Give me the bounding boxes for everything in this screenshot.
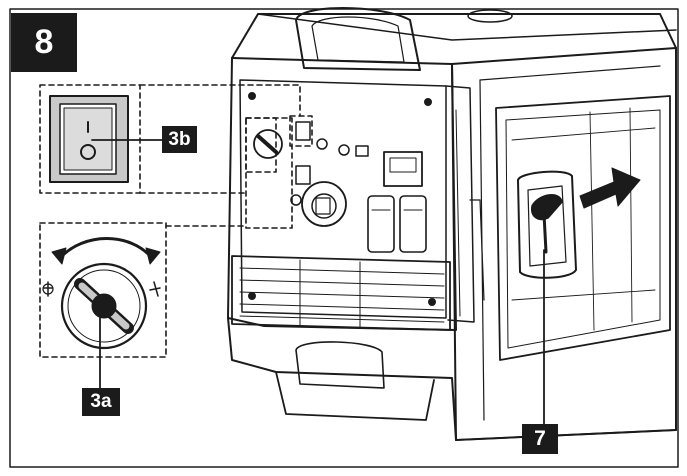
figure-number-badge: 8 — [11, 13, 77, 72]
choke-knob-dial-icon — [42, 237, 161, 350]
callout-label-3a: 3a — [82, 388, 120, 416]
callout-label-3b: 3b — [162, 126, 197, 153]
rocker-switch-icon — [49, 95, 129, 183]
pull-arrow-icon — [579, 167, 641, 209]
generator-icon — [227, 7, 677, 441]
recoil-handle-icon — [531, 194, 563, 254]
callout-label-7: 7 — [522, 424, 558, 454]
callout-dashed-lines — [39, 84, 313, 358]
